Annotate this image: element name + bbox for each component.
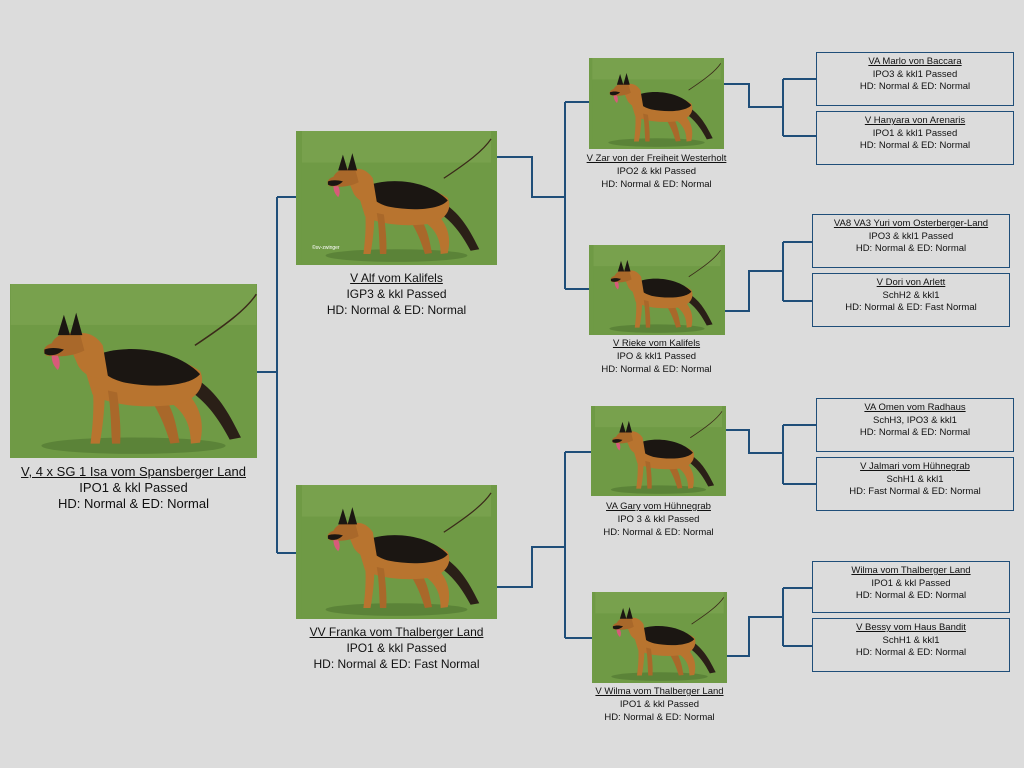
german-shepherd-photo	[589, 245, 725, 335]
great-grandparent-health: HD: Normal & ED: Normal	[859, 427, 971, 438]
grandparent-name-link[interactable]: V Zar von der Freiheit Westerholt	[586, 153, 727, 164]
great-grandparent-health: HD: Normal & ED: Normal	[855, 243, 967, 254]
great-grandparent-name-link[interactable]: V Hanyara von Arenaris	[864, 115, 966, 126]
great-grandparent-box-omen: VA Omen vom Radhaus SchH3, IPO3 & kkl1 H…	[816, 398, 1014, 452]
great-grandparent-titles: SchH1 & kkl1	[882, 634, 940, 646]
great-grandparent-titles: SchH2 & kkl1	[882, 289, 940, 301]
dam-name-link[interactable]: VV Franka vom Thalberger Land	[309, 625, 484, 639]
grandparent-health: HD: Normal & ED: Normal	[601, 179, 712, 190]
connector-rieke	[725, 241, 812, 312]
great-grandparent-health: HD: Normal & ED: Fast Normal	[845, 302, 977, 313]
connector-subject	[257, 196, 296, 554]
great-grandparent-titles: IPO1 & kkl Passed	[871, 577, 951, 589]
great-grandparent-health: HD: Normal & ED: Normal	[855, 590, 967, 601]
sire-photo: ©sv-zwinger	[296, 131, 497, 265]
dam-photo	[296, 485, 497, 619]
great-grandparent-name-link[interactable]: V Bessy vom Haus Bandit	[856, 622, 966, 633]
great-grandparent-box-jalmari: V Jalmari vom Hühnegrab SchH1 & kkl1 HD:…	[816, 457, 1014, 511]
sire-titles: IGP3 & kkl Passed	[346, 287, 447, 301]
great-grandparent-name-link[interactable]: VA Marlo von Baccara	[868, 56, 962, 67]
grandparent-name-link[interactable]: V Wilma vom Thalberger Land	[595, 686, 724, 697]
sire-info: V Alf vom Kalifels IGP3 & kkl Passed HD:…	[286, 270, 507, 318]
subject-titles: IPO1 & kkl Passed	[79, 480, 188, 495]
dam-health: HD: Normal & ED: Fast Normal	[313, 657, 480, 671]
subject-info: V, 4 x SG 1 Isa vom Spansberger Land IPO…	[10, 464, 257, 512]
great-grandparent-titles: IPO3 & kkl1 Passed	[868, 230, 954, 242]
grandparent-info-wilma: V Wilma vom Thalberger Land IPO1 & kkl P…	[569, 685, 750, 724]
connector-dam	[497, 451, 592, 639]
great-grandparent-titles: SchH1 & kkl1	[886, 473, 944, 485]
great-grandparent-titles: IPO3 & kkl1 Passed	[872, 68, 958, 80]
connector-gary	[726, 424, 816, 485]
great-grandparent-health: HD: Normal & ED: Normal	[859, 81, 971, 92]
grandparent-titles: IPO 3 & kkl Passed	[617, 514, 700, 525]
grandparent-name-link[interactable]: VA Gary vom Hühnegrab	[606, 501, 711, 512]
grandparent-photo-rieke	[589, 245, 725, 335]
great-grandparent-titles: IPO1 & kkl1 Passed	[872, 127, 958, 139]
dam-titles: IPO1 & kkl Passed	[346, 641, 447, 655]
great-grandparent-box-marlo: VA Marlo von Baccara IPO3 & kkl1 Passed …	[816, 52, 1014, 106]
grandparent-photo-wilma	[592, 592, 727, 683]
great-grandparent-name-link[interactable]: V Dori von Arlett	[876, 277, 946, 288]
dam-info: VV Franka vom Thalberger Land IPO1 & kkl…	[276, 624, 517, 672]
connector-sire	[497, 101, 589, 290]
subject-photo	[10, 284, 257, 458]
grandparent-health: HD: Normal & ED: Normal	[604, 712, 715, 723]
grandparent-health: HD: Normal & ED: Normal	[603, 527, 714, 538]
german-shepherd-photo	[296, 485, 497, 619]
great-grandparent-name-link[interactable]: VA8 VA3 Yuri vom Osterberger-Land	[833, 218, 989, 229]
grandparent-titles: IPO2 & kkl Passed	[616, 166, 697, 177]
great-grandparent-box-yuri: VA8 VA3 Yuri vom Osterberger-Land IPO3 &…	[812, 214, 1010, 268]
german-shepherd-photo	[591, 406, 726, 496]
subject-name-link[interactable]: V, 4 x SG 1 Isa vom Spansberger Land	[21, 464, 246, 479]
great-grandparent-box-hanyara: V Hanyara von Arenaris IPO1 & kkl1 Passe…	[816, 111, 1014, 165]
great-grandparent-box-dori: V Dori von Arlett SchH2 & kkl1 HD: Norma…	[812, 273, 1010, 327]
grandparent-titles: IPO1 & kkl Passed	[619, 699, 700, 710]
grandparent-info-zar: V Zar von der Freiheit Westerholt IPO2 &…	[566, 152, 747, 191]
grandparent-photo-zar	[589, 58, 724, 149]
sire-name-link[interactable]: V Alf vom Kalifels	[350, 271, 443, 285]
great-grandparent-name-link[interactable]: VA Omen vom Radhaus	[864, 402, 966, 413]
grandparent-info-rieke: V Rieke vom Kalifels IPO & kkl1 Passed H…	[566, 337, 747, 376]
grandparent-health: HD: Normal & ED: Normal	[601, 364, 712, 375]
sire-health: HD: Normal & ED: Normal	[326, 303, 467, 317]
great-grandparent-box-bessy: V Bessy vom Haus Bandit SchH1 & kkl1 HD:…	[812, 618, 1010, 672]
great-grandparent-name-link[interactable]: V Jalmari vom Hühnegrab	[860, 461, 970, 472]
great-grandparent-titles: SchH3, IPO3 & kkl1	[873, 414, 957, 426]
connector-wilma	[727, 587, 812, 657]
german-shepherd-photo	[592, 592, 727, 683]
german-shepherd-photo	[10, 284, 257, 458]
grandparent-info-gary: VA Gary vom Hühnegrab IPO 3 & kkl Passed…	[568, 500, 749, 539]
great-grandparent-health: HD: Normal & ED: Normal	[855, 647, 967, 658]
great-grandparent-box-wilma: Wilma vom Thalberger Land IPO1 & kkl Pas…	[812, 561, 1010, 613]
grandparent-photo-gary	[591, 406, 726, 496]
great-grandparent-health: HD: Normal & ED: Normal	[859, 140, 971, 151]
grandparent-titles: IPO & kkl1 Passed	[616, 351, 697, 362]
grandparent-name-link[interactable]: V Rieke vom Kalifels	[612, 338, 701, 349]
photo-watermark: ©sv-zwinger	[312, 245, 340, 251]
german-shepherd-photo	[589, 58, 724, 149]
connector-zar	[724, 78, 816, 137]
subject-health: HD: Normal & ED: Normal	[58, 496, 209, 511]
great-grandparent-health: HD: Fast Normal & ED: Normal	[849, 486, 981, 497]
great-grandparent-name-link[interactable]: Wilma vom Thalberger Land	[851, 565, 971, 576]
